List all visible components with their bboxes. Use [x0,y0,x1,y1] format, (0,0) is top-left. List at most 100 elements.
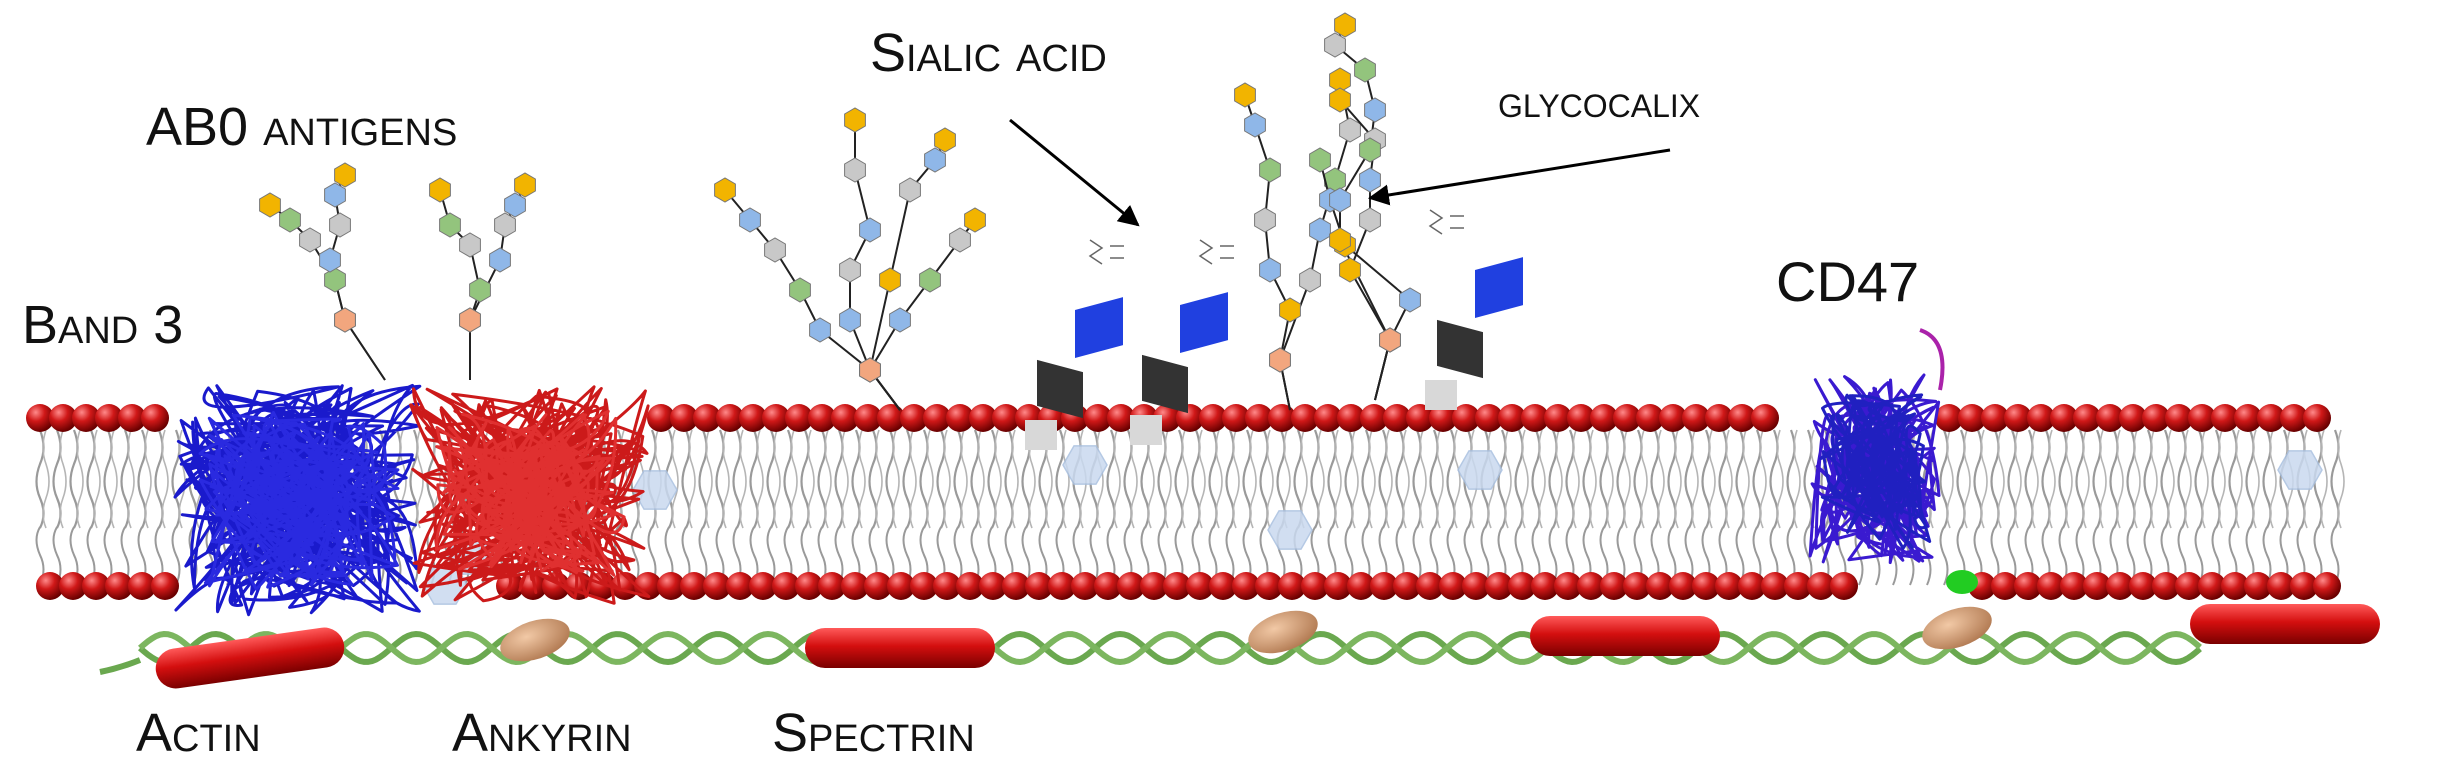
lipid-tail [2235,429,2243,529]
sugar-hexagon [714,177,736,203]
lipid-head [1600,572,1628,600]
lipid-tail [698,526,708,586]
lipid-head [128,572,156,600]
protein-loop [1919,328,1945,391]
lipid-head [1429,404,1457,432]
spectrin-network [99,630,2202,675]
lipid-head [1508,572,1536,600]
actin-filament [1530,616,1720,656]
annotation-arrows [1009,118,1671,227]
lipid-head [1222,404,1250,432]
lipid-tail [2007,526,2017,586]
membrane-proteins [173,328,1978,617]
glycocalix-label: glycocalix [1498,75,1701,127]
lipid-tail [161,429,169,529]
lipid-head [1705,404,1733,432]
sugar-hexagon [1359,207,1381,233]
sugar-hexagon [514,172,536,198]
lipid-head [2014,572,2042,600]
lipid-head [151,572,179,600]
ankyrin-blob [1922,606,1992,650]
lipid-head [1416,572,1444,600]
lipid-head [693,404,721,432]
band3-label: Band 3 [22,295,184,355]
lipid-tail [2320,429,2328,529]
sugar-hexagon [494,212,516,238]
lipid-head [657,572,685,600]
lipid-tail [2252,429,2260,529]
sugar-hexagon [459,307,481,333]
sialic-acid-cube [1142,354,1188,414]
lipid-head [923,404,951,432]
lipid-tail [790,429,798,529]
lipid-head [2096,404,2124,432]
sugar-hexagon [839,257,861,283]
lipid-tail [1266,429,1274,529]
sialic-acid-label: Sialic acid [870,23,1107,83]
lipid-head [2083,572,2111,600]
sugar-hexagon [1354,57,1376,83]
lipid-tail [1572,429,1580,529]
lipid-head [1209,572,1237,600]
lipid-tail [2262,526,2272,586]
lipid-tail [841,429,849,529]
lipid-head [739,404,767,432]
lipid-tail [722,429,730,529]
lipid-head [1669,572,1697,600]
lipid-head [95,404,123,432]
molecule-sketch [1088,239,1124,265]
lipid-head [1485,572,1513,600]
sugar-hexagon [324,182,346,208]
lipid-tail [1589,429,1597,529]
lipid-head [1370,572,1398,600]
lipid-head [1002,572,1030,600]
sugar-hexagon [1329,87,1351,113]
sugar-hexagon [1234,82,1256,108]
spectrin-helix [138,630,2202,666]
lipid-tail [93,429,101,529]
lipid-tail [2184,429,2192,529]
lipid-head [2004,404,2032,432]
sugar-hexagon [299,227,321,253]
sugar-hexagon [1269,347,1291,373]
lipid-tail [1147,429,1155,529]
lipid-head [808,404,836,432]
lipid-head [1199,404,1227,432]
lipid-tail [1538,429,1546,529]
lipid-tail [773,429,781,529]
spectrin-label: Spectrin [772,703,975,763]
lipid-tail [1691,429,1699,529]
lipid-head [841,572,869,600]
lipid-tail [1130,429,1138,529]
lipid-tail [1657,429,1665,529]
lipid-head [726,572,754,600]
actin-filament [2190,604,2380,644]
lipid-tail [2116,429,2124,529]
sugar-hexagon [1299,267,1321,293]
lipid-head [680,572,708,600]
embedded-hexagon [1457,450,1503,490]
sugar-hexagon [1399,287,1421,313]
lipid-head [2313,572,2341,600]
actin-label: Actin [136,703,261,763]
lipid-head [1025,572,1053,600]
lipid-tail [2031,429,2039,529]
sugar-hexagon [934,127,956,153]
sugar-hexagon [844,107,866,133]
lipid-tail [1181,429,1189,529]
lipid-head [785,404,813,432]
sialic-acid-cube [1475,257,1523,318]
lipid-head [2188,404,2216,432]
lipid-head [2073,404,2101,432]
lipid-head [2119,404,2147,432]
lipid-head [72,404,100,432]
lipid-head [1314,404,1342,432]
sialic-acid-cube [1075,297,1123,358]
sugar-hexagon [1324,32,1346,58]
lipid-head [1301,572,1329,600]
sugar-hexagon [1364,97,1386,123]
sugar-hexagon [1379,327,1401,353]
sugar-hexagon [469,277,491,303]
lipid-head [716,404,744,432]
lipid-tail [1249,429,1257,529]
